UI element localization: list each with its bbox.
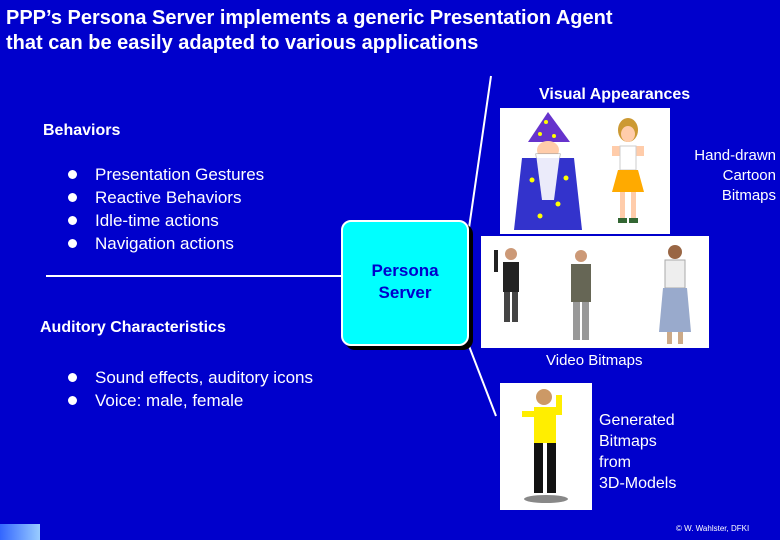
cartoon-caption-line: Hand-drawn <box>694 147 776 164</box>
auditory-item: Voice: male, female <box>65 389 313 412</box>
generated-3d-image <box>500 383 592 510</box>
cartoon-caption: Hand-drawn Cartoon Bitmaps <box>676 146 776 206</box>
video-caption: Video Bitmaps <box>546 352 643 369</box>
generated-caption-line: Bitmaps <box>599 433 657 450</box>
behaviors-list: Presentation Gestures Reactive Behaviors… <box>65 163 264 255</box>
auditory-item: Sound effects, auditory icons <box>65 366 313 389</box>
behavior-item: Presentation Gestures <box>65 163 264 186</box>
persona-label: Persona <box>371 261 439 280</box>
behavior-item: Reactive Behaviors <box>65 186 264 209</box>
section-divider <box>46 275 343 277</box>
persona-server-box: Persona Server <box>341 220 469 346</box>
generated-caption-line: from <box>599 454 631 471</box>
server-label: Server <box>378 283 432 302</box>
generated-caption: Generated Bitmaps from 3D-Models <box>599 410 676 494</box>
cartoon-caption-line: Cartoon <box>722 167 776 184</box>
behaviors-heading: Behaviors <box>43 122 121 139</box>
behavior-item: Idle-time actions <box>65 209 264 232</box>
cartoon-image <box>500 108 670 234</box>
slide-title: PPP’s Persona Server implements a generi… <box>6 6 776 56</box>
generated-caption-line: 3D-Models <box>599 475 677 492</box>
visual-heading: Visual Appearances <box>539 86 691 103</box>
dfki-logo <box>0 524 40 540</box>
video-bitmaps-image <box>481 236 709 348</box>
behavior-item: Navigation actions <box>65 232 264 255</box>
generated-caption-line: Generated <box>599 412 675 429</box>
cartoon-caption-line: Bitmaps <box>721 187 776 204</box>
auditory-heading: Auditory Characteristics <box>40 319 226 336</box>
copyright-note: © W. Wahlster, DFKI <box>676 524 750 533</box>
title-line-2: that can be easily adapted to various ap… <box>6 32 479 54</box>
auditory-list: Sound effects, auditory icons Voice: mal… <box>65 366 313 412</box>
title-line-1: PPP’s Persona Server implements a generi… <box>6 7 613 29</box>
